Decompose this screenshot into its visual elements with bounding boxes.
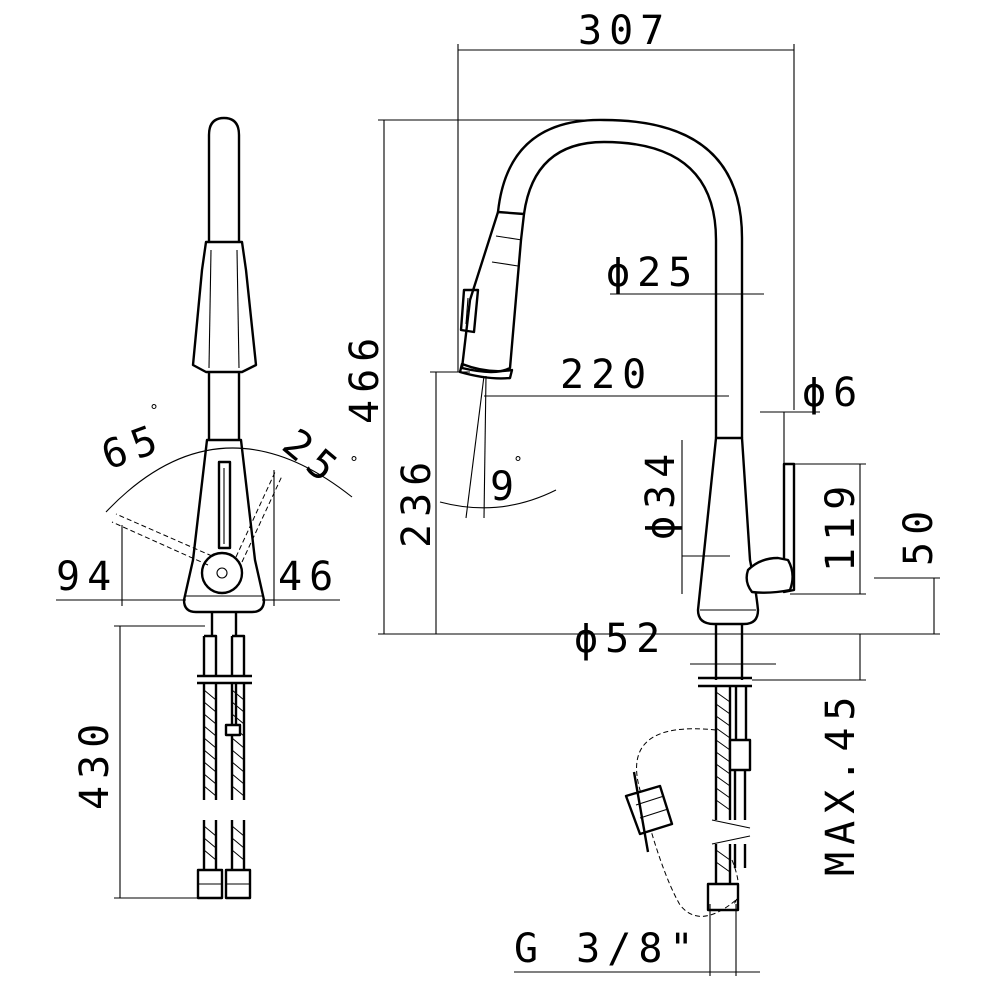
front-body: [182, 438, 266, 614]
front-view: 65 ° 25 ° 94 46 430: [56, 116, 358, 900]
front-angle-right-degree: °: [350, 453, 358, 472]
side-hose-pullout: [636, 728, 739, 917]
front-hose-right: [230, 634, 246, 676]
side-body: [696, 436, 760, 626]
front-spray-head: [191, 240, 258, 374]
side-spray-reach: 220: [560, 352, 653, 398]
side-thread: G 3/8": [514, 926, 701, 972]
side-overall-height: 466: [342, 331, 388, 424]
side-spray-angle-degree: °: [514, 453, 522, 472]
lever-swing-arc: [105, 447, 353, 513]
front-width-right: 46: [278, 554, 340, 600]
side-spout-diameter: ϕ25: [606, 250, 699, 296]
lever-swing-right: [235, 469, 283, 563]
front-lever-knob: [200, 551, 244, 595]
lever-swing-left: [111, 513, 213, 566]
front-hose-fittings: [196, 868, 252, 900]
side-spout-outer: [496, 118, 744, 438]
side-lever-offset: 50: [896, 504, 942, 566]
front-neck: [207, 372, 241, 440]
side-spray-head: [460, 210, 526, 374]
side-spray-height: 236: [394, 455, 440, 548]
side-spout-inner: [522, 140, 718, 438]
front-angle-right: 25: [274, 420, 351, 495]
side-view: 307 466 ϕ25 220 ϕ6 236 9 ° ϕ34 119 50 ϕ5…: [342, 8, 942, 976]
front-hose-left: [202, 634, 218, 676]
side-max-thickness: MAX.45: [818, 690, 864, 877]
side-spray-angle: 9: [490, 464, 521, 510]
side-lever-diameter: ϕ6: [802, 370, 864, 416]
side-base-diameter: ϕ52: [574, 616, 667, 662]
front-hose-length: 430: [72, 717, 118, 810]
front-spout-tube: [207, 116, 241, 242]
side-overall-reach: 307: [578, 8, 671, 54]
front-width-left: 94: [56, 554, 118, 600]
side-lever-height: 119: [818, 479, 864, 572]
front-angle-left-degree: °: [150, 401, 158, 420]
side-body-diameter: ϕ34: [638, 447, 684, 540]
front-lever-slot: [217, 460, 232, 550]
front-shank: [210, 612, 238, 636]
side-shank: [714, 624, 744, 680]
